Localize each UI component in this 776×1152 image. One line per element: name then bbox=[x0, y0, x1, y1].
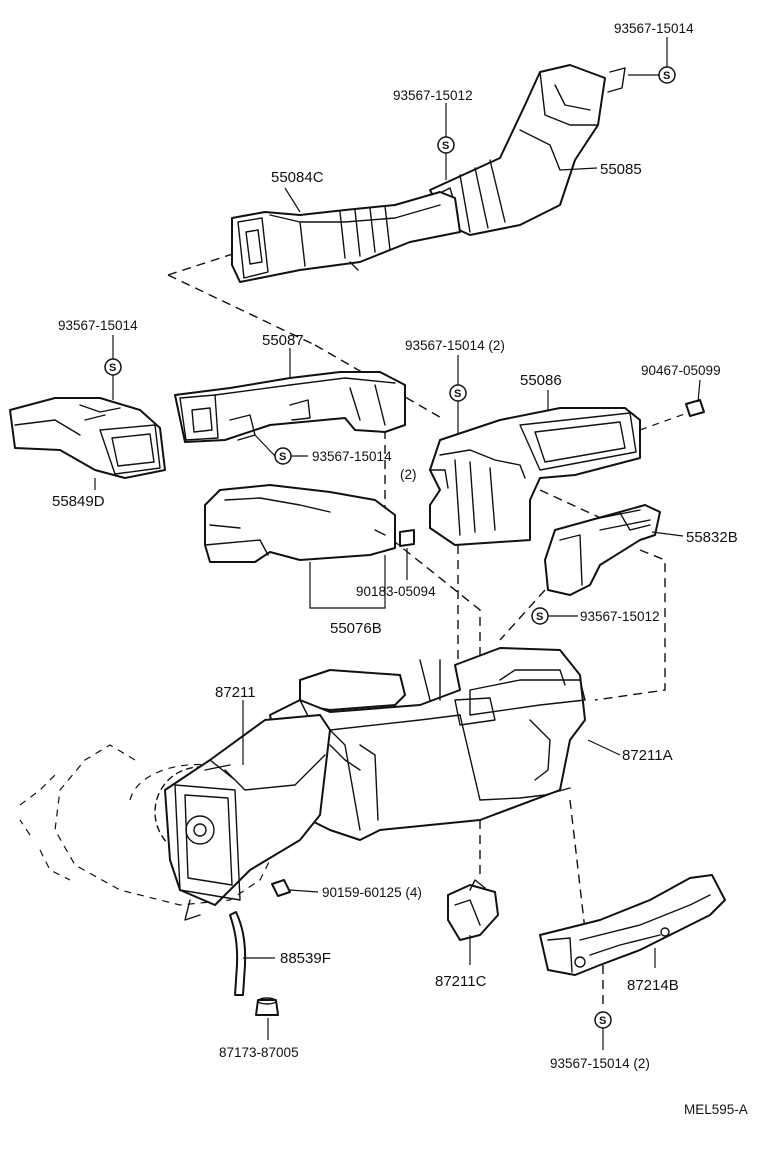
label-93567-15014-left: 93567-15014 bbox=[58, 318, 138, 333]
label-55076B: 55076B bbox=[330, 620, 382, 637]
clip-90467-05099 bbox=[685, 399, 705, 417]
screw-symbol-top-right: S bbox=[658, 66, 676, 84]
screw-symbol-top-mid: S bbox=[437, 136, 455, 154]
duct-55086 bbox=[429, 407, 641, 546]
label-55849D: 55849D bbox=[52, 493, 105, 510]
screw-symbol-right: S bbox=[531, 607, 549, 625]
grommet-87173-87005 bbox=[255, 997, 279, 1016]
label-87211C: 87211C bbox=[435, 973, 487, 990]
duct-55076B bbox=[204, 484, 396, 563]
svg-text:S: S bbox=[663, 70, 670, 82]
hose-88539F bbox=[229, 911, 247, 996]
screw-symbol-duct: S bbox=[274, 447, 292, 465]
label-90159-60125: 90159-60125 (4) bbox=[322, 885, 422, 900]
part-87211C bbox=[447, 879, 499, 941]
svg-text:S: S bbox=[454, 388, 461, 400]
screw-symbol-bottom: S bbox=[594, 1011, 612, 1029]
label-93567-15012-top: 93567-15012 bbox=[393, 88, 473, 103]
svg-text:S: S bbox=[109, 362, 116, 374]
label-90183-05094: 90183-05094 bbox=[356, 584, 436, 599]
label-93567-15014-2-mid: 93567-15014 (2) bbox=[405, 338, 505, 353]
label-87211A: 87211A bbox=[622, 747, 673, 764]
heater-unit bbox=[269, 647, 586, 841]
svg-text:S: S bbox=[536, 611, 543, 623]
label-93567-15014-duct: 93567-15014 bbox=[312, 449, 392, 464]
svg-text:S: S bbox=[442, 140, 449, 152]
duct-55832B bbox=[544, 504, 661, 596]
label-90467-05099: 90467-05099 bbox=[641, 363, 721, 378]
label-55832B: 55832B bbox=[686, 529, 738, 546]
part-labels: 93567-15014 93567-15012 55084C 55085 935… bbox=[52, 21, 748, 1117]
label-87173-87005: 87173-87005 bbox=[219, 1045, 299, 1060]
clip-90183-05094 bbox=[399, 529, 415, 547]
label-93567-15014-top: 93567-15014 bbox=[614, 21, 694, 36]
assembly-dashed-lines bbox=[167, 249, 691, 1010]
label-93567-15014-2-bottom: 93567-15014 (2) bbox=[550, 1056, 650, 1071]
label-88539F: 88539F bbox=[280, 950, 331, 967]
duct-55849D bbox=[9, 397, 166, 479]
bolt-90159-60125 bbox=[271, 879, 319, 897]
label-87214B: 87214B bbox=[627, 977, 679, 994]
duct-55084C bbox=[231, 191, 461, 283]
duct-55087 bbox=[174, 371, 406, 443]
label-55086: 55086 bbox=[520, 372, 562, 389]
svg-text:S: S bbox=[599, 1015, 606, 1027]
label-55087: 55087 bbox=[262, 332, 304, 349]
leader-lines bbox=[94, 37, 701, 1050]
screw-symbol-mid: S bbox=[449, 384, 467, 402]
label-55085: 55085 bbox=[600, 161, 642, 178]
label-93567-15014-duct-qty: (2) bbox=[400, 467, 417, 482]
diagram-code: MEL595-A bbox=[684, 1102, 748, 1117]
svg-text:S: S bbox=[279, 451, 286, 463]
screw-symbol-left: S bbox=[104, 358, 122, 376]
label-87211: 87211 bbox=[215, 684, 256, 701]
blower-assembly bbox=[19, 714, 331, 921]
label-93567-15012-right: 93567-15012 bbox=[580, 609, 660, 624]
part-87214B bbox=[539, 874, 726, 976]
label-55084C: 55084C bbox=[271, 169, 324, 186]
